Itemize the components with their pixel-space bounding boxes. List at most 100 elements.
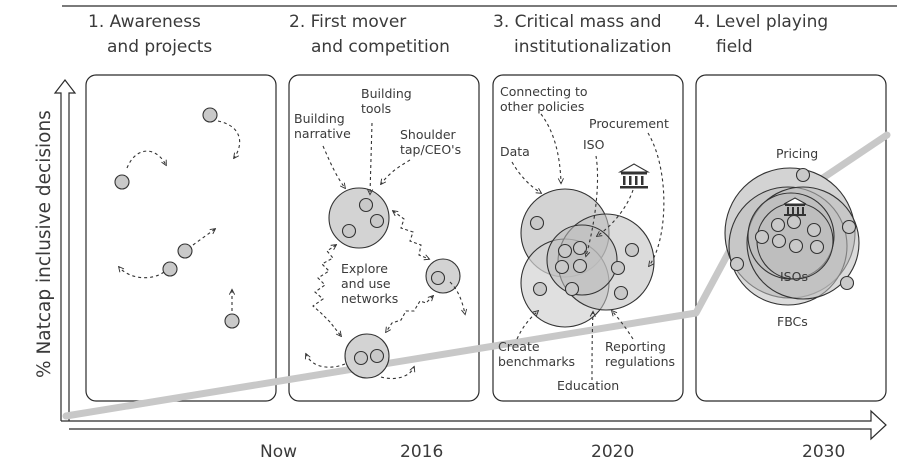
label-reporting-2: regulations <box>605 354 675 369</box>
x-axis-arrow <box>61 409 887 441</box>
project-node <box>162 261 178 277</box>
dashed-arrow <box>217 120 241 158</box>
field-node <box>754 229 770 245</box>
policy-node <box>572 240 588 256</box>
dashed-arrow <box>516 311 538 340</box>
field-node <box>809 239 825 255</box>
label-building-tools: Building <box>361 86 412 101</box>
label-isos: ISOs <box>780 269 808 284</box>
project-node <box>177 243 193 259</box>
phase-title-1: 1. Awareness and projects <box>88 12 212 57</box>
timeline-2016: 2016 <box>400 442 443 462</box>
timeline-now: Now <box>260 442 297 462</box>
y-axis-arrow <box>53 79 77 421</box>
policy-node <box>554 259 570 275</box>
phase-title-2: 2. First mover and competition <box>289 12 450 57</box>
mover-node <box>369 348 385 364</box>
field-node <box>729 256 745 272</box>
dashed-arrow <box>381 159 411 184</box>
label-reporting: Reporting <box>605 339 666 354</box>
project-node <box>114 174 130 190</box>
field-node <box>841 219 857 235</box>
phase-title-3: 3. Critical mass and institutionalizatio… <box>493 12 672 57</box>
policy-node <box>557 243 573 259</box>
svg-text:and competition: and competition <box>311 37 450 57</box>
phase-box-1 <box>85 74 277 402</box>
mover-node <box>353 350 369 366</box>
phase-box-4 <box>695 74 887 402</box>
dashed-arrow <box>597 189 634 236</box>
dashed-arrow <box>449 281 465 314</box>
dashed-arrow <box>322 145 345 188</box>
timeline-2030: 2030 <box>802 442 845 462</box>
mover-node <box>369 213 385 229</box>
label-shoulder-tap: Shoulder <box>400 127 457 142</box>
field-node <box>839 275 855 291</box>
policy-node <box>532 281 548 297</box>
label-building-narrative: Building <box>294 111 345 126</box>
dashed-arrow <box>540 113 561 183</box>
label-connecting-2: other policies <box>500 99 584 114</box>
project-node <box>202 107 218 123</box>
zigzag-arrow <box>393 211 429 259</box>
dashed-arrow <box>612 311 634 340</box>
label-building-narrative-2: narrative <box>294 126 351 141</box>
dashed-arrow <box>370 122 372 194</box>
dashed-arrow <box>586 155 599 256</box>
policy-node <box>529 215 545 231</box>
phase1-projects <box>114 107 241 329</box>
field-node <box>795 167 811 183</box>
phase3-critical-mass: Connecting to other policies Procurement… <box>498 84 675 393</box>
svg-text:and projects: and projects <box>107 37 212 57</box>
policy-node <box>572 258 588 274</box>
field-node <box>786 214 802 230</box>
phase2-first-movers: Building narrative Building tools Should… <box>294 86 465 380</box>
label-education: Education <box>557 378 619 393</box>
y-axis-label: % Natcap inclusive decisions <box>34 110 55 378</box>
mover-node <box>430 270 446 286</box>
field-node <box>788 238 804 254</box>
field-node <box>806 222 822 238</box>
policy-node <box>613 285 629 301</box>
mover-node <box>358 197 374 213</box>
dashed-arrow <box>126 150 166 169</box>
label-shoulder-tap-2: tap/CEO's <box>400 142 461 157</box>
svg-text:1. Awareness: 1. Awareness <box>88 12 201 32</box>
label-explore-2: and use <box>341 276 391 291</box>
label-create-benchmarks-2: benchmarks <box>498 354 575 369</box>
label-data: Data <box>500 144 530 159</box>
svg-text:2. First mover: 2. First mover <box>289 12 406 32</box>
dashed-arrow <box>192 229 215 246</box>
policy-node <box>610 260 626 276</box>
dashed-arrow <box>380 367 414 380</box>
label-building-tools-2: tools <box>361 101 391 116</box>
project-node <box>224 313 240 329</box>
mover-node <box>341 223 357 239</box>
svg-text:4. Level playing: 4. Level playing <box>694 12 828 32</box>
label-fbcs: FBCs <box>777 314 808 329</box>
label-procurement: Procurement <box>589 116 669 131</box>
label-explore-3: networks <box>341 291 398 306</box>
label-iso: ISO <box>583 137 605 152</box>
zigzag-arrow <box>312 245 341 336</box>
field-node <box>771 233 787 249</box>
dashed-arrow <box>119 267 165 279</box>
label-create-benchmarks: Create <box>498 339 540 354</box>
institution-icon <box>617 163 651 189</box>
label-explore: Explore <box>341 261 388 276</box>
dashed-arrow <box>647 132 665 266</box>
phase-box-3 <box>492 74 684 402</box>
dashed-arrow <box>306 354 346 368</box>
svg-text:institutionalization: institutionalization <box>514 37 672 57</box>
phase-box-2 <box>288 74 480 402</box>
dashed-arrow <box>592 312 593 381</box>
policy-node <box>564 281 580 297</box>
dashed-arrow <box>511 161 541 193</box>
label-pricing: Pricing <box>776 146 818 161</box>
field-node <box>770 217 786 233</box>
phase-title-4: 4. Level playing field <box>694 12 828 57</box>
policy-node <box>624 242 640 258</box>
institution-icon <box>783 197 807 216</box>
timeline-2020: 2020 <box>591 442 634 462</box>
